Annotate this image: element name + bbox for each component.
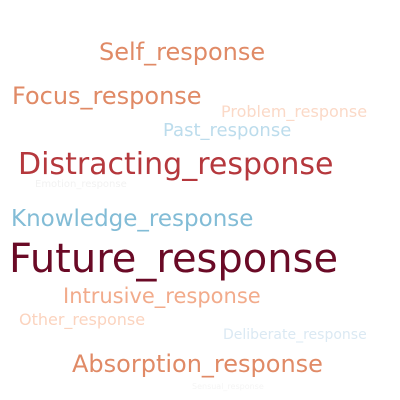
word-self-response: Self_response <box>99 38 266 66</box>
word-other-response: Other_response <box>19 310 146 329</box>
word-focus-response: Focus_response <box>12 82 202 110</box>
word-intrusive-response: Intrusive_response <box>63 284 261 308</box>
word-distracting-response: Distracting_response <box>18 147 334 182</box>
word-absorption-response: Absorption_response <box>72 350 323 378</box>
word-past-response: Past_response <box>163 120 292 141</box>
word-problem-response: Problem_response <box>221 102 368 121</box>
word-sensual-response: Sensual_response <box>192 382 264 391</box>
word-emotion-response: Emotion_response <box>35 179 127 190</box>
word-future-response: Future_response <box>9 236 339 282</box>
word-deliberate-response: Deliberate_response <box>223 327 367 343</box>
word-knowledge-response: Knowledge_response <box>11 206 254 232</box>
